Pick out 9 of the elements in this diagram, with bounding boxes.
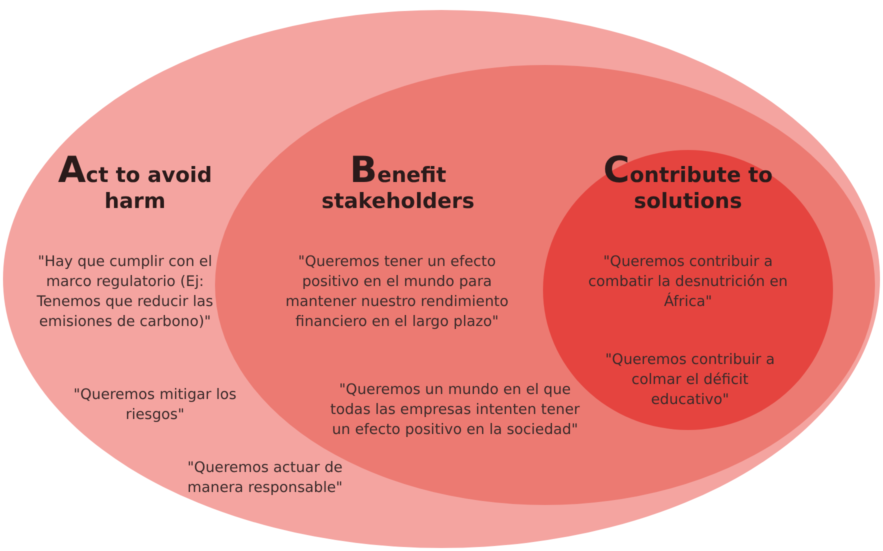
heading: Benefit stakeholders (320, 158, 476, 214)
quote-text: "Hay que cumplir con el marco regulatorio (Ej: Tenemos que reducir las emisiones de carbono)" (36, 253, 214, 332)
quote-text: "Queremos contribuir a combatir la desnutrición en África" (587, 253, 789, 312)
heading: Act to avoid harm (57, 158, 213, 214)
quote-text: "Queremos actuar de manera responsable" (186, 459, 344, 498)
quote-text: "Queremos un mundo en el que todas las empresas intenten tener un efecto positivo en la sociedad" (329, 381, 581, 440)
quote-text: "Queremos contribuir a colmar el déficit educativo" (604, 351, 776, 410)
quote-text: "Queremos tener un efecto positivo en el mundo para mantener nuestro rendimiento financiero en el largo plazo" (284, 253, 510, 332)
quote-text: "Queremos mitigar los riesgos" (72, 386, 238, 425)
